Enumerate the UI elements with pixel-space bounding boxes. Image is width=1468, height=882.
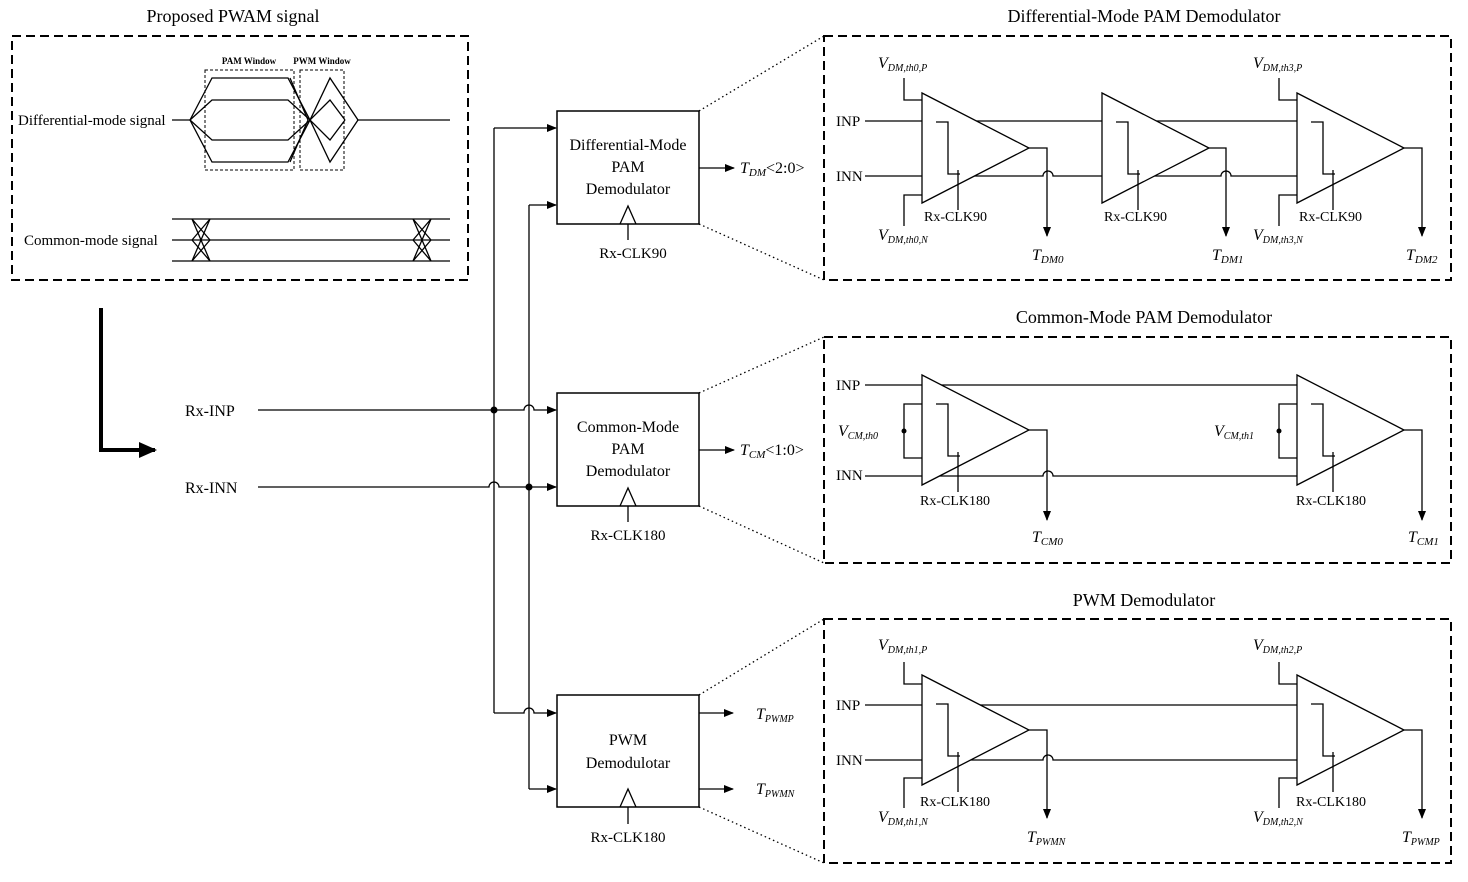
pwm-vth2p: VDM,th2,P <box>1253 637 1302 656</box>
dm-vth0p: VDM,th0,P <box>878 55 927 74</box>
common-mode-wave <box>172 218 450 262</box>
dm-out0: TDM0 <box>1032 247 1064 266</box>
rx-inp-label: Rx-INP <box>185 403 235 420</box>
cm-signal-label: Common-mode signal <box>24 233 158 249</box>
dm-out1: TDM1 <box>1212 247 1244 266</box>
cm-vth0: VCM,th0 <box>838 423 878 442</box>
dm-vth3p: VDM,th3,P <box>1253 55 1302 74</box>
input-routing <box>258 124 557 793</box>
cm-demodulator-block: Common-Mode PAM Demodulator Rx-CLK180 TC… <box>556 392 804 544</box>
dm-vth0n: VDM,th0,N <box>878 227 929 246</box>
cm-block-clk: Rx-CLK180 <box>591 528 666 544</box>
pam-window-label: PAM Window <box>222 56 277 66</box>
dm-block-line1: Differential-Mode <box>570 137 687 154</box>
cm-detail-title: Common-Mode PAM Demodulator <box>1016 307 1272 327</box>
cm-cmp0-clk: Rx-CLK180 <box>920 494 990 509</box>
pwm-window-label: PWM Window <box>293 56 351 66</box>
pwm-detail-panel: PWM Demodulator INP INN Rx-CLK180 VDM,th… <box>823 590 1452 864</box>
cm-out0: TCM0 <box>1032 529 1063 548</box>
dm-vth3n: VDM,th3,N <box>1253 227 1304 246</box>
pwm-out-n: TPWMN <box>1027 829 1067 848</box>
dm-detail-panel: Differential-Mode PAM Demodulator INP IN… <box>823 6 1452 281</box>
dm-cmp0-clk: Rx-CLK90 <box>924 210 987 225</box>
cm-cmp1-clk: Rx-CLK180 <box>1296 494 1366 509</box>
pwm-cmp0-clk: Rx-CLK180 <box>920 795 990 810</box>
signal-panel: Proposed PWAM signal PAM Window PWM Wind… <box>11 6 469 281</box>
dm-out2: TDM2 <box>1406 247 1438 266</box>
pwmn-output-label: TPWMN <box>756 781 796 800</box>
cm-out1: TCM1 <box>1408 529 1439 548</box>
cm-block-line1: Common-Mode <box>577 419 679 436</box>
signal-panel-title: Proposed PWAM signal <box>146 6 319 26</box>
cm-block-line2: PAM <box>611 441 644 458</box>
cm-detail-inp: INP <box>836 378 860 394</box>
pwm-block-clk: Rx-CLK180 <box>591 830 666 846</box>
cm-detail-inn: INN <box>836 468 863 484</box>
pwm-vth1n: VDM,th1,N <box>878 809 929 828</box>
dm-output-label: TDM<2:0> <box>740 160 805 179</box>
cm-vth1: VCM,th1 <box>1214 423 1254 442</box>
signal-panel-frame <box>11 35 469 281</box>
dm-cmp2-clk: Rx-CLK90 <box>1299 210 1362 225</box>
dm-detail-title: Differential-Mode PAM Demodulator <box>1008 6 1281 26</box>
pwm-detail-title: PWM Demodulator <box>1073 590 1215 610</box>
cm-block-line3: Demodulator <box>586 463 671 480</box>
rx-inn-label: Rx-INN <box>185 480 238 497</box>
pwm-window-box <box>299 69 345 171</box>
dm-detail-inp: INP <box>836 114 860 130</box>
pwm-detail-inn: INN <box>836 753 863 769</box>
cm-detail-panel: Common-Mode PAM Demodulator INP INN Rx-C… <box>823 307 1452 564</box>
pwm-cmp1-clk: Rx-CLK180 <box>1296 795 1366 810</box>
dm-demodulator-block: Differential-Mode PAM Demodulator Rx-CLK… <box>556 110 805 262</box>
pwm-block-line1: PWM <box>609 732 647 749</box>
dm-detail-inn: INN <box>836 169 863 185</box>
differential-mode-eye <box>172 76 450 164</box>
pwmp-output-label: TPWMP <box>756 706 794 725</box>
dm-signal-label: Differential-mode signal <box>18 113 166 129</box>
dm-cmp1-clk: Rx-CLK90 <box>1104 210 1167 225</box>
cm-output-label: TCM<1:0> <box>740 442 804 461</box>
zoom-lines <box>698 35 825 864</box>
flow-arrow <box>99 308 157 458</box>
pwm-out-p: TPWMP <box>1402 829 1440 848</box>
dm-block-line3: Demodulator <box>586 181 671 198</box>
dm-block-line2: PAM <box>611 159 644 176</box>
pwm-demodulator-block: PWM Demodulotar Rx-CLK180 TPWMP TPWMN <box>556 694 796 846</box>
pwm-vth1p: VDM,th1,P <box>878 637 927 656</box>
pwm-block-line2: Demodulotar <box>586 755 671 772</box>
pwm-detail-inp: INP <box>836 698 860 714</box>
pam-window-box <box>204 69 295 171</box>
pwm-vth2n: VDM,th2,N <box>1253 809 1304 828</box>
dm-block-clk: Rx-CLK90 <box>599 246 667 262</box>
